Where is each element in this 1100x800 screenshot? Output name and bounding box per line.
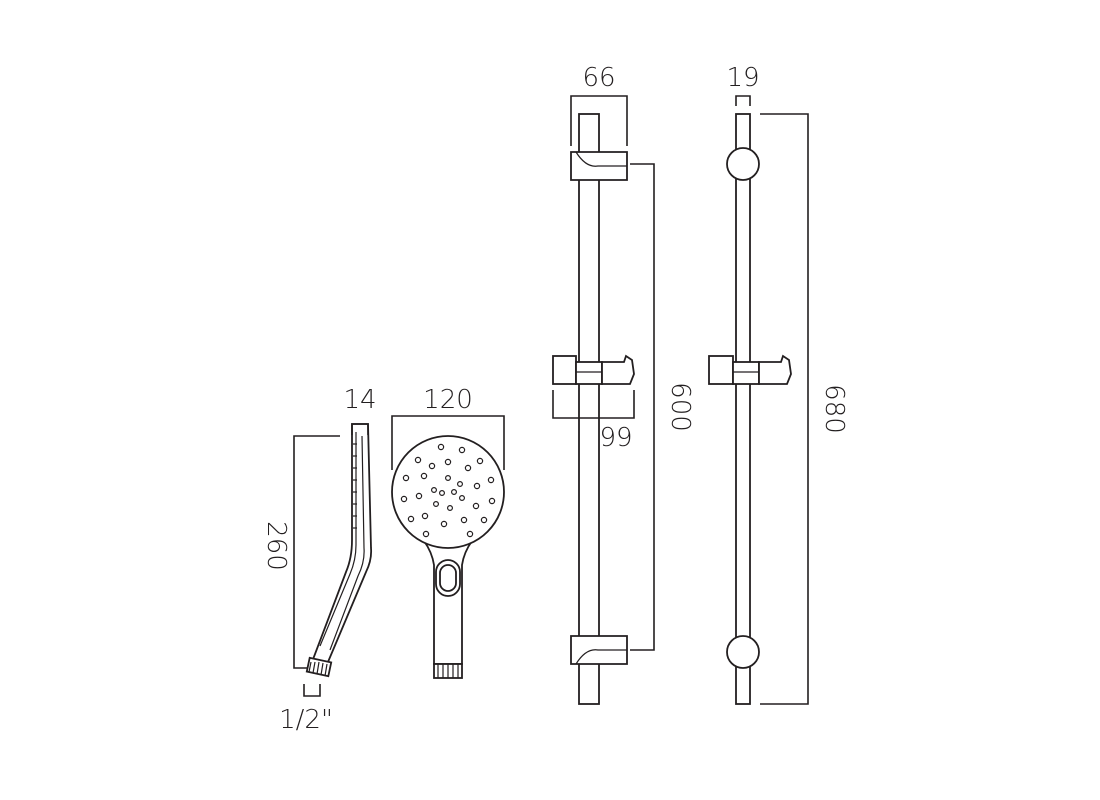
bottom-bracket-side [726, 635, 760, 669]
dim-handset-length: 260 [261, 435, 340, 669]
dim-handset-depth: 14 [343, 385, 377, 435]
dim-handset-width: 120 [391, 385, 505, 470]
dim-rail-diameter-label: 19 [726, 63, 759, 93]
nozzle-dots-side [353, 443, 357, 529]
dim-rail-overall-length-label: 680 [819, 384, 849, 434]
slider-holder-side [708, 354, 792, 385]
rail-tube-side [735, 113, 751, 705]
rail-front-view [552, 113, 635, 705]
dim-handset-depth-label: 14 [343, 385, 376, 415]
handset-front-view [391, 435, 505, 679]
dim-rail-overall-length: 680 [760, 113, 849, 705]
bottom-wall-bracket [570, 635, 628, 665]
dim-handset-width-label: 120 [423, 385, 473, 415]
spray-face [391, 435, 505, 549]
nozzle-pattern [400, 443, 496, 538]
rail-tube [578, 113, 600, 705]
handset-side-view [305, 423, 373, 678]
top-bracket-side [726, 147, 760, 181]
dim-thread-label: 1/2" [279, 705, 333, 735]
dim-thread: 1/2" [279, 684, 333, 735]
dim-handset-length-label: 260 [261, 521, 291, 571]
dim-bracket-width: 66 [570, 63, 628, 146]
dim-holder-projection: 99 [552, 390, 635, 453]
slider-holder [552, 354, 635, 385]
dim-bracket-centres-label: 600 [665, 382, 695, 432]
rail-side-view [708, 113, 792, 705]
top-wall-bracket [570, 151, 628, 181]
dim-rail-diameter: 19 [726, 63, 760, 106]
dim-bracket-centres: 600 [630, 163, 695, 651]
dim-bracket-width-label: 66 [582, 63, 615, 93]
dim-holder-projection-label: 99 [599, 423, 632, 453]
